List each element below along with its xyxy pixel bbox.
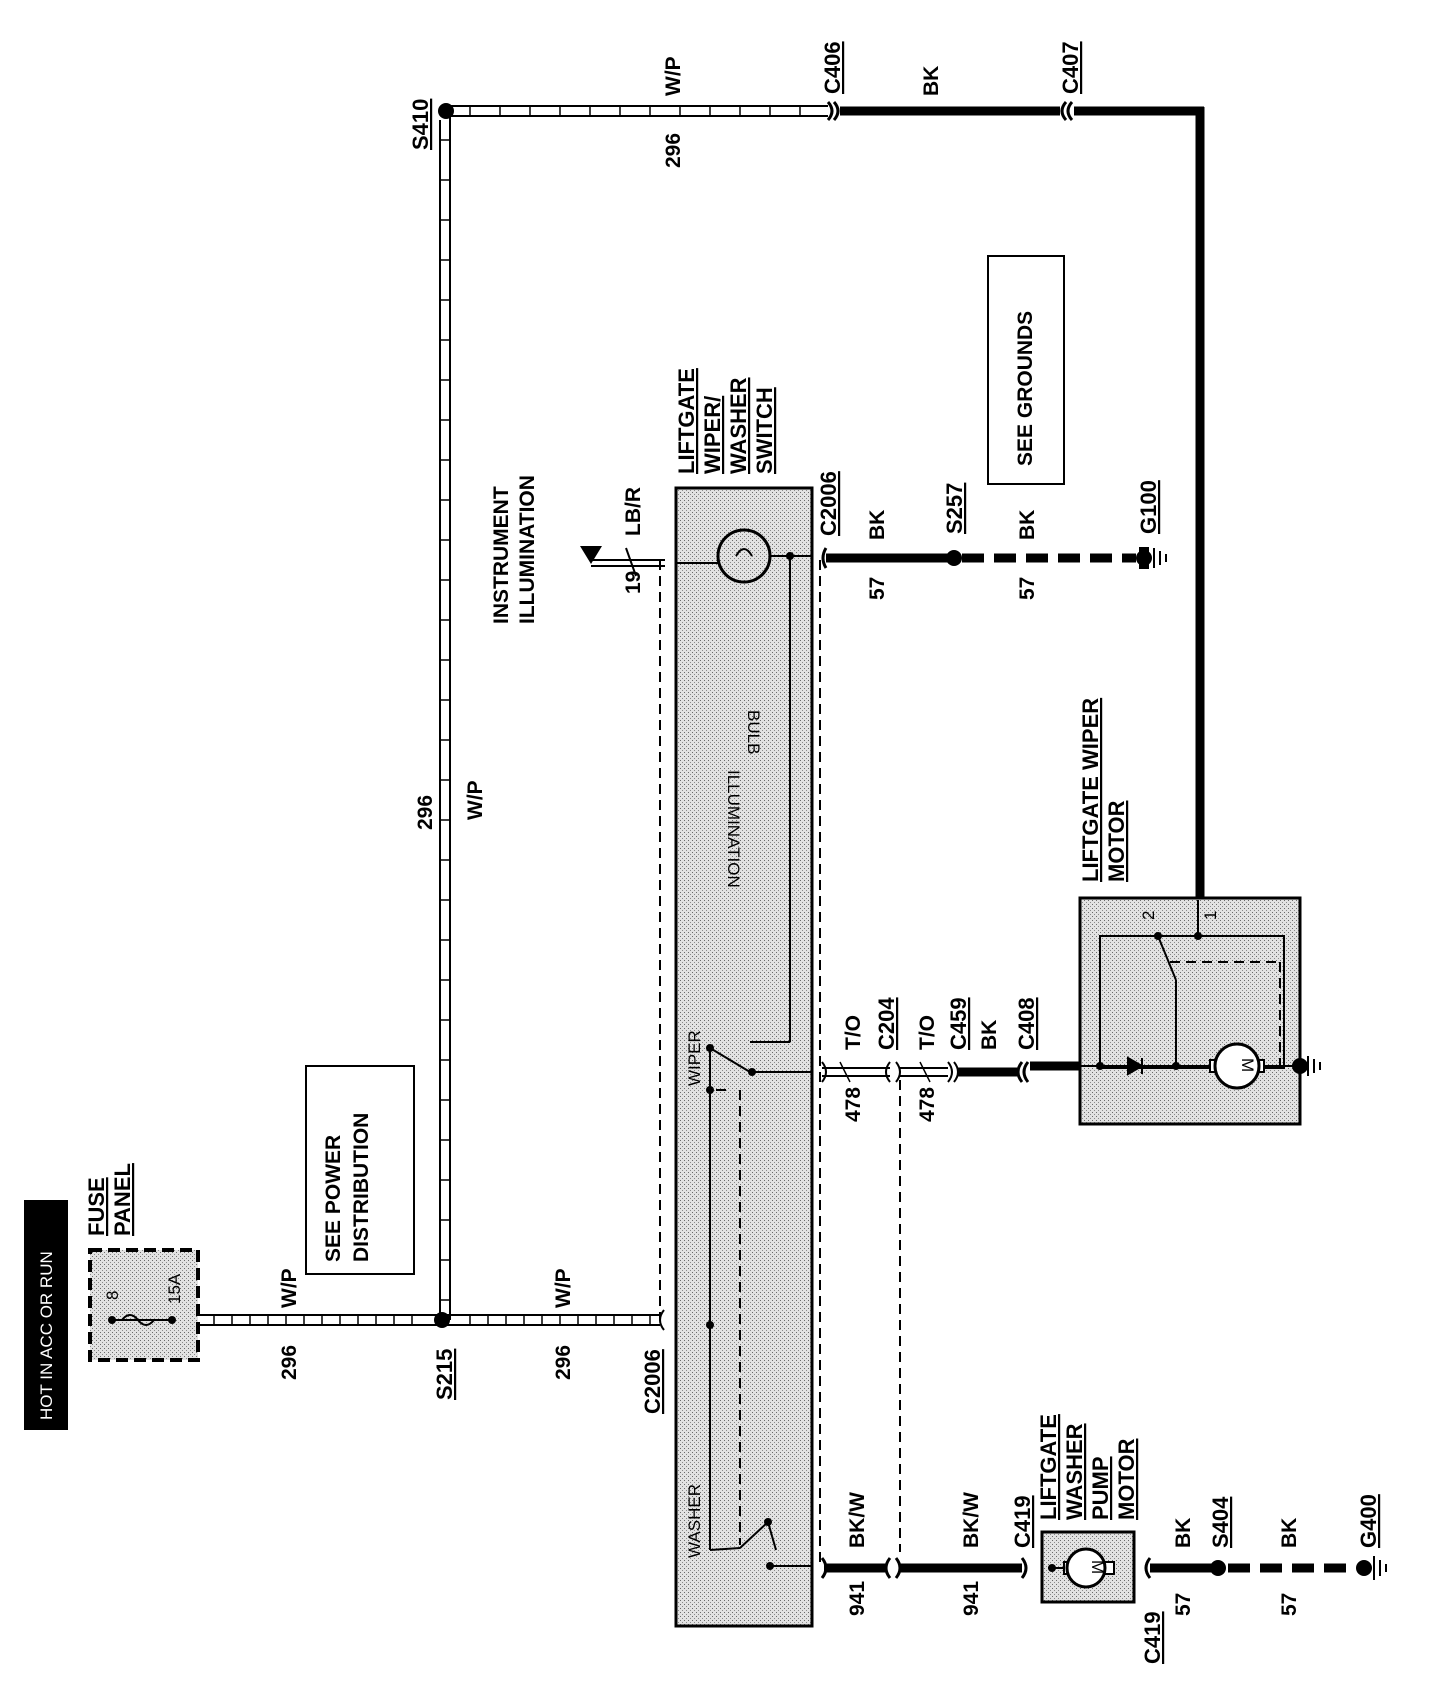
splice-s404-label: S404: [1208, 1496, 1233, 1548]
wire-circuit-296-3: 296: [414, 795, 437, 830]
wire-color-to-2: T/O: [916, 1015, 939, 1050]
pump-motor-title-line2: WASHER: [1062, 1423, 1087, 1520]
wire-circuit-57-3: 57: [1172, 1593, 1195, 1616]
connector-c419-bottom-label: C419: [1140, 1611, 1165, 1664]
wire-color-bk-3: BK: [920, 66, 943, 96]
fuse-panel-title-line2: PANEL: [110, 1163, 135, 1236]
switch-title-line2: WIPER/: [700, 396, 725, 474]
fuse-rating: 15A: [165, 1273, 184, 1304]
liftgate-washer-pump-motor: M LIFTGATE WASHER PUMP MOTOR: [1036, 1414, 1139, 1604]
wire-19-lbr: [580, 546, 665, 577]
wiper-label: WIPER: [685, 1030, 704, 1086]
wire-color-bk-5: BK: [1172, 1518, 1195, 1548]
instrument-illumination-line1: INSTRUMENT: [490, 486, 513, 624]
ground-icon: [1307, 1056, 1321, 1076]
wire-color-to-1: T/O: [842, 1015, 865, 1050]
wire-color-wp-3: W/P: [464, 780, 487, 820]
wire-color-bk-6: BK: [1278, 1518, 1301, 1548]
wire-941-bkw: [820, 1557, 1028, 1579]
connector-c2006-bottom: C2006: [640, 1309, 665, 1414]
wire-circuit-296-4: 296: [662, 133, 685, 168]
pump-motor-title-line3: PUMP: [1088, 1456, 1113, 1520]
fuse-panel-title-line1: FUSE: [84, 1177, 109, 1236]
wire-circuit-478-1: 478: [842, 1087, 865, 1122]
wire-circuit-941-2: 941: [960, 1581, 983, 1616]
wire-color-wp-1: W/P: [278, 1268, 301, 1308]
bulb-label-line1: ILLUMINATION: [724, 770, 743, 888]
pump-motor-icon: [1065, 1547, 1107, 1589]
power-distribution-line1: SEE POWER: [322, 1135, 345, 1262]
wire-478-to: [821, 1061, 1080, 1552]
splice-s257-label: S257: [942, 483, 967, 534]
ground-g400-label: G400: [1356, 1494, 1381, 1548]
see-grounds-text: SEE GROUNDS: [1014, 311, 1037, 466]
switch-title-line1: LIFTGATE: [674, 368, 699, 474]
wire-color-lbr: LB/R: [622, 487, 645, 536]
wire-color-bkw-2: BK/W: [960, 1492, 983, 1548]
switch-title-line4: SWITCH: [752, 387, 777, 474]
splice-s404-dot: [1210, 1560, 1226, 1576]
see-grounds-note: SEE GROUNDS: [987, 255, 1065, 485]
wire-circuit-57-2: 57: [1016, 577, 1039, 600]
wire-circuit-478-2: 478: [916, 1087, 939, 1122]
wire-color-wp-2: W/P: [552, 1268, 575, 1308]
connector-c408-label: C408: [1014, 997, 1039, 1050]
wire-color-bkw-1: BK/W: [846, 1492, 869, 1548]
splice-s410: S410: [408, 99, 454, 150]
splice-s215: S215: [432, 1312, 457, 1400]
wire-circuit-941-1: 941: [846, 1581, 869, 1616]
pump-motor-symbol: M: [1088, 1560, 1107, 1574]
wiper-motor-pin2: 2: [1139, 911, 1158, 920]
connector-c2006-bottom-label: C2006: [640, 1349, 665, 1414]
wiper-motor-pin1: 1: [1201, 911, 1220, 920]
wire-hatch-marks: [213, 107, 801, 1324]
wire-circuit-296-2: 296: [552, 1345, 575, 1380]
wire-circuit-57-1: 57: [866, 577, 889, 600]
ground-g400-icon: [1373, 1556, 1387, 1580]
pump-motor-title-line4: MOTOR: [1114, 1438, 1139, 1520]
wiper-motor-title-line2: MOTOR: [1104, 800, 1129, 882]
wire-57-bk-top: [821, 547, 1167, 569]
wire-color-bk-4: BK: [978, 1020, 1001, 1050]
wiper-motor-title-line1: LIFTGATE WIPER: [1078, 698, 1103, 882]
connector-c2006-top-label: C2006: [816, 471, 841, 536]
wiper-motor-symbol: M: [1238, 1058, 1257, 1072]
splice-s257-dot: [946, 550, 962, 566]
connector-c204-label: C204: [874, 997, 899, 1050]
connector-c419-top-label: C419: [1010, 1495, 1035, 1548]
connector-c406-label: C406: [820, 41, 845, 94]
hot-label: HOT IN ACC OR RUN: [37, 1251, 56, 1420]
wiper-motor-icon: [1213, 1042, 1261, 1090]
splice-s410-label: S410: [408, 99, 433, 150]
see-power-distribution-note: SEE POWER DISTRIBUTION: [305, 1065, 415, 1275]
wire-296-wp-feed: [198, 105, 828, 1326]
splice-s215-label: S215: [432, 1349, 457, 1400]
wire-color-wp-4: W/P: [662, 56, 685, 96]
connector-c407-label: C407: [1058, 41, 1083, 94]
switch-title-line3: WASHER: [726, 377, 751, 474]
liftgate-wiper-washer-switch: ILLUMINATION BULB WIPER WASHER LIFTGATE …: [659, 368, 821, 1628]
fuse-icon: [121, 1314, 155, 1326]
liftgate-wiper-motor: M 1 2 LIFTGATE WIPER MOTOR: [1078, 698, 1321, 1126]
washer-label: WASHER: [685, 1484, 704, 1558]
hot-in-acc-or-run-banner: HOT IN ACC OR RUN: [24, 1200, 68, 1430]
wire-color-bk-1: BK: [866, 510, 889, 540]
connector-c459-label: C459: [946, 997, 971, 1050]
fuse-number: 8: [103, 1291, 122, 1300]
arrow-ground-icon: [580, 546, 602, 564]
instrument-illumination-line2: ILLUMINATION: [516, 475, 539, 624]
wire-57-bk-bottom: [1144, 1556, 1387, 1580]
wire-color-bk-2: BK: [1016, 510, 1039, 540]
wire-circuit-57-4: 57: [1278, 1593, 1301, 1616]
wire-circuit-19: 19: [622, 571, 645, 594]
wire-bk-c406-c407: [826, 101, 1205, 900]
pump-motor-title-line1: LIFTGATE: [1036, 1414, 1061, 1520]
power-distribution-line2: DISTRIBUTION: [350, 1113, 373, 1262]
bulb-label-line2: BULB: [744, 710, 763, 754]
wire-circuit-296-1: 296: [278, 1345, 301, 1380]
ground-g100-label: G100: [1136, 480, 1161, 534]
fuse-panel: 8 15A FUSE PANEL: [84, 1163, 200, 1362]
